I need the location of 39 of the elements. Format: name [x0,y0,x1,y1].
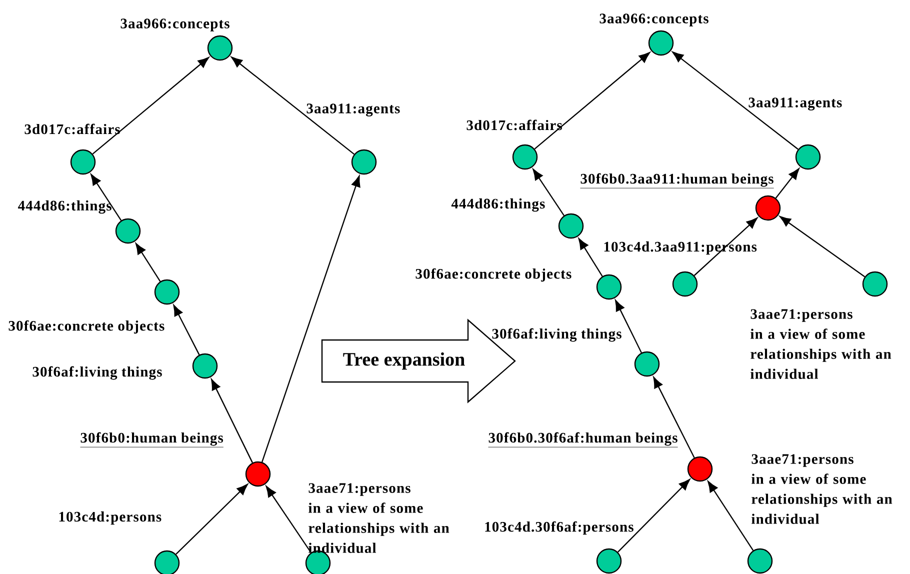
arrow [176,484,248,555]
arrow [90,174,122,221]
node-label: 30f6b0.30f6af:human beings [488,432,678,448]
arrow [136,243,161,282]
node-label: 3aae71:persons in a view of some relationships with an individual [752,454,892,524]
node-label: 444d86:things [18,200,112,214]
arrow [708,480,754,551]
node-label: 3aa966:concepts [600,14,708,26]
arrow [672,52,798,150]
arrow [532,168,565,216]
node-label: 30f6ae:concrete objects [416,268,572,282]
node-label: 3aae71:persons in a view of some relationships with an individual [308,483,450,553]
arrow [534,52,650,150]
arrow [173,304,200,356]
arrow [262,176,360,462]
arrow [211,378,253,463]
node-label: 3d017c:affairs [24,124,120,134]
arrow [653,376,695,458]
node-label: 3aa911:agents [748,98,842,110]
arrow [266,486,312,553]
node-label: 3aa911:agents [306,104,400,116]
arrow [231,56,354,155]
node-label: 3aae71:persons in a view of some relationships with an individual [750,309,892,379]
node-label: 30f6b0:human beings [80,432,224,448]
arrow [780,216,866,278]
node-label: 3d017c:affairs [466,120,562,130]
node-label: 103c4d:persons [59,511,162,525]
node-label: 103c4d.30f6af:persons [485,521,634,535]
arrow [615,300,642,353]
node-label: 444d86:things [451,198,545,212]
node-label: 30f6b0.3aa911:human beings [580,173,774,188]
arrow [617,479,690,552]
arrow [775,168,800,198]
node-label: 30f6af:living things [32,366,162,380]
node-label: 30f6ae:concrete objects [8,320,164,334]
node-label: 3aa966:concepts [120,18,230,32]
arrow [694,218,758,276]
arrow [578,238,603,277]
arrow [92,57,210,154]
